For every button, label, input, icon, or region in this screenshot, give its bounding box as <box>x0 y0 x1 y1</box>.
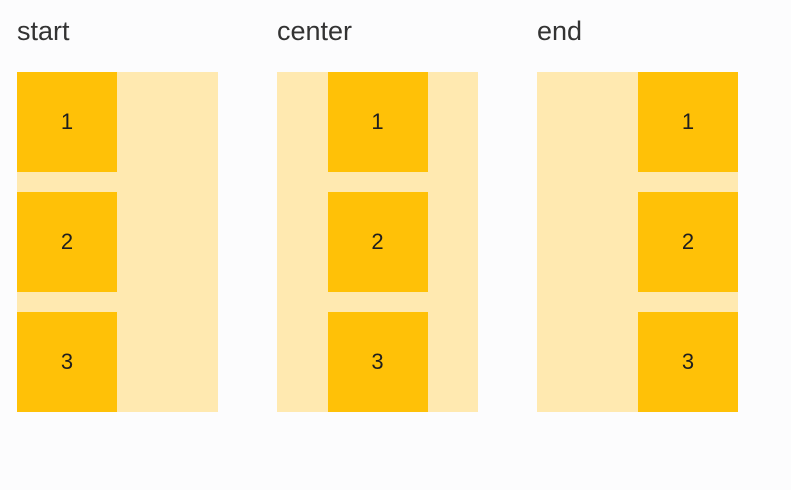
flex-item: 2 <box>638 192 738 292</box>
flex-item: 1 <box>17 72 117 172</box>
group-label-start: start <box>17 16 70 46</box>
flex-item: 1 <box>638 72 738 172</box>
group-label-end: end <box>537 16 583 46</box>
flex-item: 3 <box>327 312 428 412</box>
flex-item: 3 <box>638 312 738 412</box>
align-container-start: 1 2 3 <box>17 72 218 412</box>
flex-item: 3 <box>17 312 117 412</box>
flex-item: 2 <box>17 192 117 292</box>
align-container-center: 1 2 3 <box>277 72 478 412</box>
group-label-center: center <box>277 16 353 46</box>
align-container-end: 1 2 3 <box>537 72 738 412</box>
flex-item: 1 <box>327 72 428 172</box>
flex-item: 2 <box>327 192 428 292</box>
